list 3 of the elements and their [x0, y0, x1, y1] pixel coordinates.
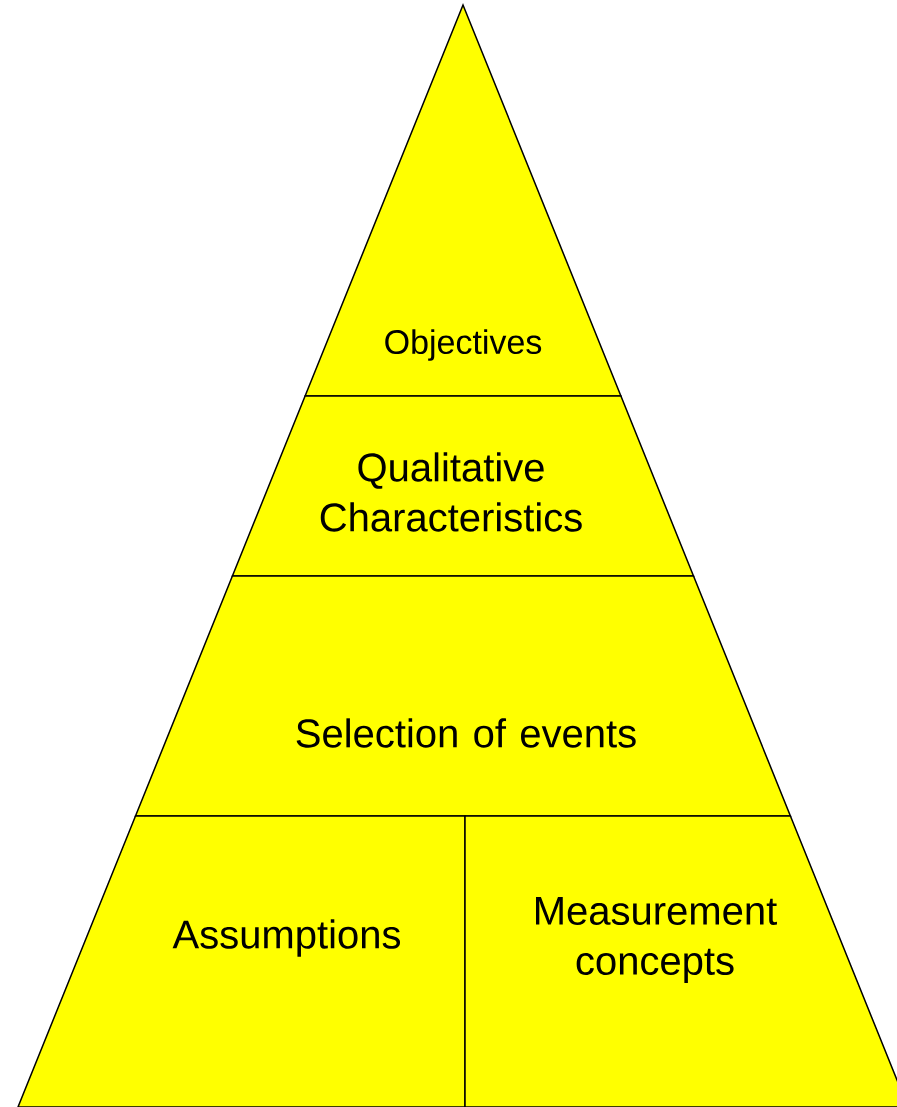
- pyramid-band: Selection of events: [134, 575, 792, 817]
- pyramid-band: Qualitative Characteristics: [231, 395, 695, 577]
- pyramid-band: Measurement concepts: [464, 815, 897, 1107]
